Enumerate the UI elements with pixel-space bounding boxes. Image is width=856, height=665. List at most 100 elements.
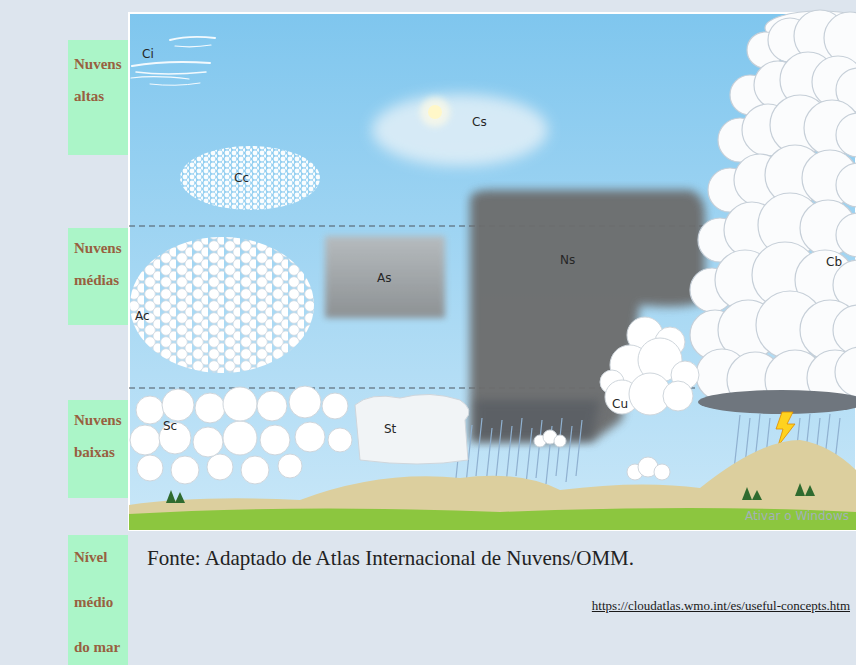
altostratus-cloud (325, 236, 445, 318)
cirrocumulus-cloud (180, 146, 320, 210)
cumulonimbus-cloud (690, 10, 856, 410)
tree (166, 490, 176, 503)
stratocumulus-cloud (137, 455, 163, 481)
stratocumulus-cloud (278, 454, 302, 478)
cirrostratus-cloud (428, 105, 442, 119)
cloud-code: Cu (612, 397, 628, 411)
cumulus-cloud (663, 381, 693, 411)
cloud-base (698, 390, 856, 414)
cumulonimbus-cloud (836, 163, 856, 207)
altocumulus-cloud (130, 237, 314, 373)
rain (566, 426, 572, 482)
cloud-code: St (384, 422, 396, 436)
rain (506, 426, 512, 484)
cloud-code: Sc (163, 419, 177, 433)
label-holder: Ns (560, 250, 575, 268)
cirrocumulus-cloud (180, 146, 320, 210)
cloud-code: As (377, 271, 391, 285)
cumulus-cloud (534, 317, 699, 480)
cirrostratus-cloud (420, 97, 450, 127)
stratus-cloud (355, 394, 469, 464)
ground (129, 508, 856, 530)
tree (166, 483, 815, 503)
label-holder: Cc (234, 168, 249, 186)
rain (536, 420, 542, 478)
stratocumulus-cloud (257, 391, 287, 421)
tree (805, 485, 815, 496)
stratocumulus-cloud (136, 396, 164, 424)
cumulus-cloud (654, 464, 670, 480)
rain (496, 420, 502, 478)
cloud-code: Cb (826, 255, 842, 269)
cirrus-cloud (131, 77, 189, 79)
stratocumulus-cloud (260, 425, 290, 455)
cumulus-cloud (554, 435, 566, 447)
tree (752, 490, 762, 500)
stratocumulus-cloud (295, 422, 325, 452)
stratocumulus-cloud (193, 427, 223, 457)
stratocumulus-cloud (289, 386, 321, 418)
cirrus-cloud (132, 62, 210, 66)
label-holder: As (377, 268, 391, 286)
level-label: Nuvens médias (74, 232, 122, 296)
label-holder: Ac (135, 306, 150, 324)
ground (129, 440, 856, 530)
cloud-code: Ci (142, 47, 154, 61)
label-holder: St (384, 419, 396, 437)
ground (129, 440, 856, 530)
cirrus-cloud (131, 37, 215, 85)
cloud-code: Cs (472, 115, 487, 129)
altocumulus-cloud (130, 237, 314, 373)
level-label: Nuvens altas (74, 48, 122, 112)
rain (486, 428, 492, 484)
cloud-code: Ac (135, 309, 150, 323)
stratocumulus-cloud (241, 456, 269, 484)
cloud-code: Cc (234, 171, 249, 185)
cumulonimbus-cloud (835, 347, 856, 397)
rain (476, 418, 482, 476)
stratocumulus-cloud (171, 456, 199, 484)
tree (175, 492, 185, 503)
stratocumulus-cloud (130, 386, 352, 484)
level-label: Nível médio do mar (74, 535, 122, 665)
cirrus-cloud (136, 72, 206, 74)
source-url: https://cloudatlas.wmo.int/es/useful-con… (592, 598, 850, 613)
stratus-cloud (355, 394, 469, 464)
stratocumulus-cloud (223, 387, 257, 421)
level-box: Nuvens médias (68, 228, 128, 325)
cirrostratus-cloud (372, 94, 548, 166)
sky-panel (129, 13, 856, 530)
cirrus-cloud (175, 45, 211, 47)
stratocumulus-cloud (207, 454, 233, 480)
stratocumulus-cloud (223, 421, 257, 455)
rain (526, 428, 532, 484)
level-box: Nível médio do mar (68, 535, 128, 665)
label-holder: Cu (612, 394, 628, 412)
nimbostratus-cloud (470, 190, 705, 442)
rain (516, 418, 522, 476)
nimbostratus-cloud (475, 400, 600, 440)
label-holder: Cb (826, 252, 842, 270)
rain (456, 418, 582, 484)
watermark: Ativar o Windows (745, 509, 849, 523)
cumulonimbus-cloud (836, 113, 856, 157)
level-label: Nuvens baixas (74, 404, 122, 468)
stratocumulus-cloud (195, 393, 225, 423)
stratocumulus-cloud (162, 389, 194, 421)
cirrus-cloud (170, 37, 215, 40)
label-holder: Sc (163, 416, 177, 434)
label-holder: Cs (472, 112, 487, 130)
stratocumulus-cloud (130, 425, 160, 455)
level-box: Nuvens baixas (68, 400, 128, 498)
altostratus-cloud (325, 236, 445, 318)
source-caption: Fonte: Adaptado de Atlas Internacional d… (147, 546, 634, 571)
cirrostratus-cloud (372, 94, 548, 166)
tree (742, 487, 752, 500)
cloud-base (698, 390, 856, 414)
label-holder: https://cloudatlas.wmo.int/es/useful-con… (592, 596, 850, 614)
cirrus-cloud (150, 83, 200, 85)
tree (795, 483, 805, 496)
nimbostratus-cloud (470, 190, 705, 442)
label-holder: Ci (142, 44, 154, 62)
